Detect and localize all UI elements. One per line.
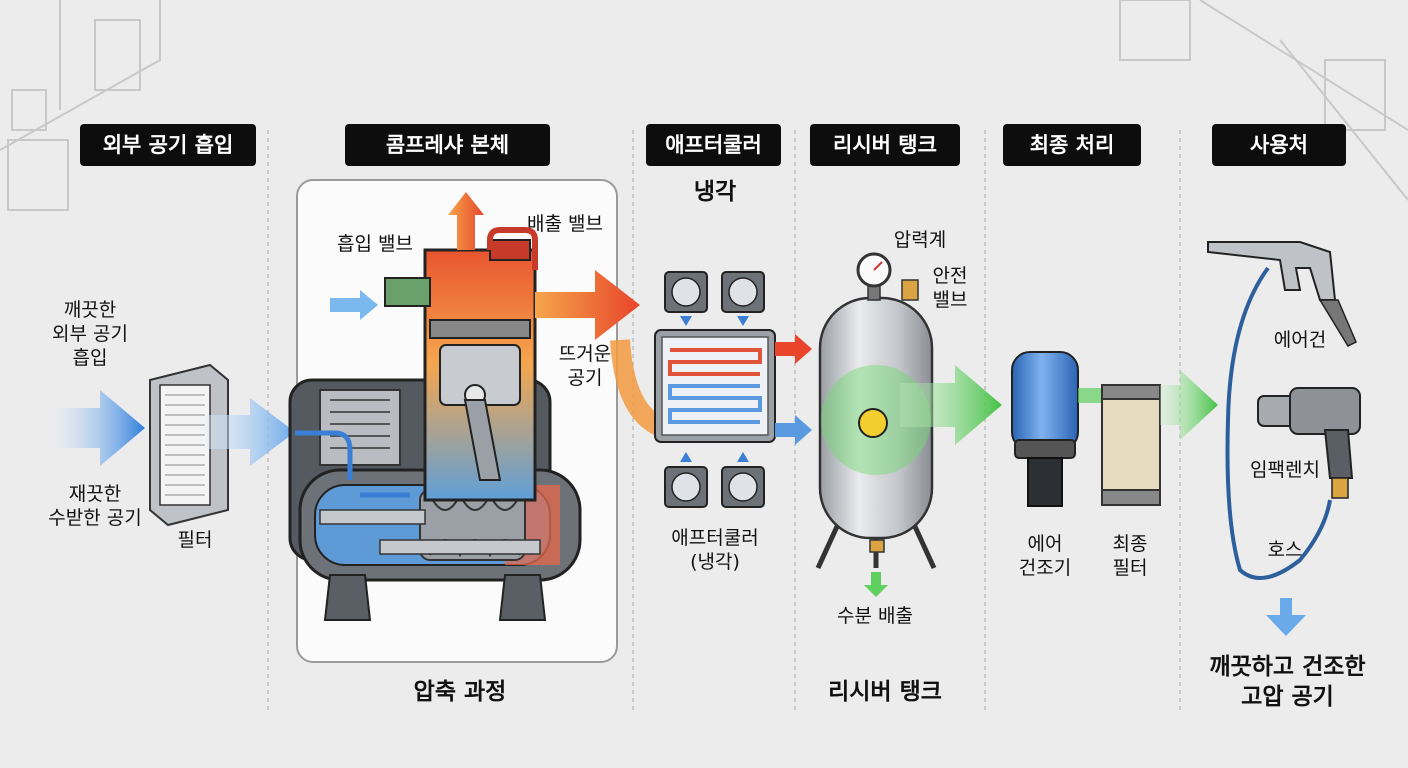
- receiver-tank-caption: 리시버 탱크: [828, 679, 942, 705]
- safety-valve-label: 안전 밸브: [932, 265, 968, 311]
- drain-arrow: [864, 572, 888, 597]
- header-aftercooler: 애프터쿨러: [646, 124, 781, 166]
- final-filter: [1101, 384, 1161, 506]
- impact-wrench-label: 임팩렌치: [1250, 459, 1320, 481]
- header-receiver-tank: 리시버 탱크: [810, 124, 960, 166]
- clean-air-intake-label: 깨끗한 외부 공기 흡입: [52, 299, 128, 369]
- air-dryer: [1011, 351, 1079, 507]
- header-compressor-body: 콤프레샤 본체: [345, 124, 550, 166]
- aftercooler-fans-top: [664, 271, 765, 326]
- aftercooler-caption: 애프터쿨러 (냉각): [671, 527, 759, 573]
- hose-label: 호스: [1267, 539, 1303, 561]
- intake-valve-arrow: [330, 290, 378, 320]
- compression-chamber: [384, 239, 537, 502]
- pressure-gauge-label: 압력계: [893, 229, 947, 251]
- air-gun: [1207, 241, 1357, 347]
- filtered-air-arrow: [205, 398, 295, 466]
- internal-airflow: [295, 430, 410, 498]
- impact-wrench: [1257, 387, 1361, 499]
- discharge-valve-label: 배출 밸브: [527, 213, 603, 235]
- clean-air-arrow-3: [1160, 370, 1218, 440]
- filter-label: 필터: [177, 529, 213, 551]
- header-final-treatment: 최종 처리: [1003, 124, 1141, 166]
- output-arrow: [1266, 598, 1306, 636]
- compression-process-label: 압축 과정: [413, 679, 507, 705]
- final-filter-label: 최종 필터: [1112, 533, 1148, 579]
- exhaust-up-arrow: [448, 192, 484, 250]
- aftercooler-fans-bottom: [664, 452, 765, 508]
- air-gun-label: 에어건: [1273, 329, 1327, 351]
- water-drain-label: 수분 배출: [837, 605, 913, 627]
- intake-arrow: [50, 390, 145, 466]
- intake-valve-label: 흡입 밸브: [337, 233, 413, 255]
- header-intake: 외부 공기 흡입: [80, 124, 256, 166]
- aftercooler-core: [654, 329, 776, 443]
- dirty-air-label: 재끗한 수받한 공기: [48, 483, 142, 529]
- room-sketch: [0, 0, 1408, 211]
- discharge-pipe: [487, 227, 538, 270]
- hose-line: [1225, 266, 1332, 580]
- hot-air-label: 뜨거운 공기: [558, 343, 612, 389]
- compressor-body: [288, 378, 582, 621]
- air-dryer-label: 에어 건조기: [1018, 533, 1072, 579]
- clean-air-arrow-1: [900, 365, 1002, 445]
- clean-air-arrow-2: [1078, 388, 1105, 403]
- aftercooler-arrows: [775, 334, 812, 445]
- cooling-label: 냉각: [693, 179, 737, 205]
- filter: [149, 363, 229, 527]
- output-air-label: 깨끗하고 건조한 고압 공기: [1209, 654, 1366, 710]
- header-usage: 사용처: [1212, 124, 1346, 166]
